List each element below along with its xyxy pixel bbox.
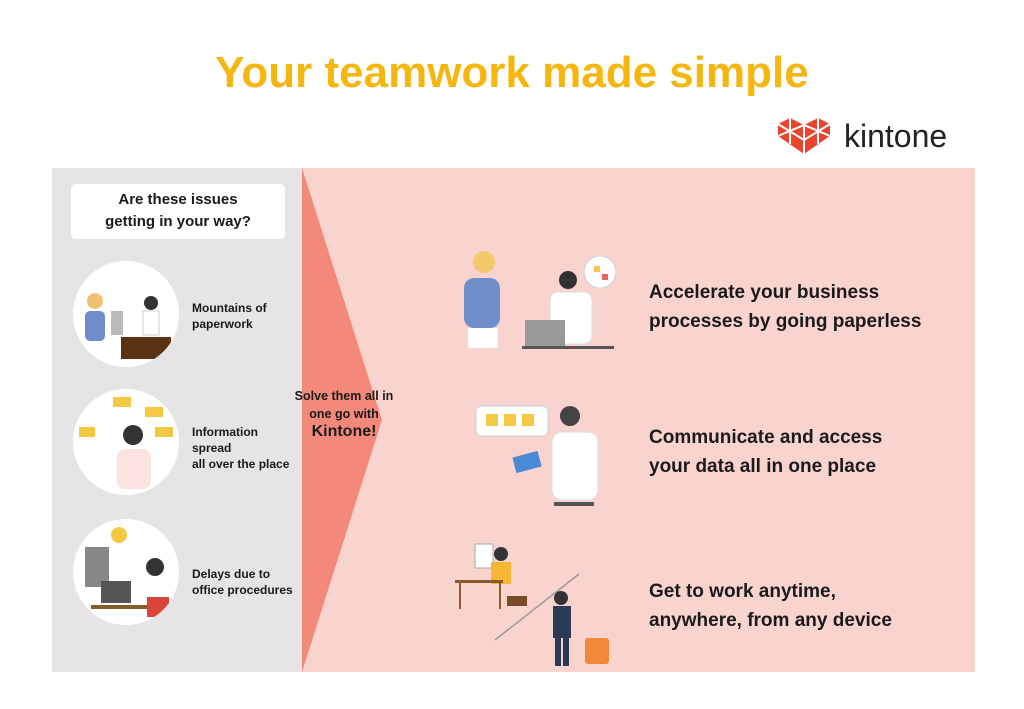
issue-paperwork: Mountains of paperwork: [192, 300, 267, 332]
solve-text: Solve them all in: [294, 389, 394, 403]
benefit-text: processes by going paperless: [649, 311, 922, 332]
issue-text: spread: [192, 441, 232, 455]
benefit-text: Get to work anytime,: [649, 581, 836, 602]
benefit-paperless: Accelerate your business processes by go…: [649, 278, 921, 336]
issue-delays: Delays due to office procedures: [192, 566, 293, 598]
delays-illustration: [73, 519, 179, 625]
solve-callout: Solve them all in one go with Kintone!: [284, 387, 404, 441]
logo-text: kintone: [844, 117, 948, 154]
arrow-shape: [302, 168, 382, 672]
page-title: Your teamwork made simple: [215, 48, 809, 97]
issue-text: Information: [192, 425, 258, 439]
information-spread-illustration: [73, 389, 179, 495]
kintone-logo: kintone: [776, 116, 947, 156]
question-line: getting in your way?: [105, 213, 251, 230]
issue-text: paperwork: [192, 317, 253, 331]
solve-text: one go with: [309, 407, 379, 421]
question-box: Are these issues getting in your way?: [71, 184, 285, 239]
issue-text: all over the place: [192, 457, 290, 471]
communicate-illustration: [475, 405, 599, 506]
benefit-text: your data all in one place: [649, 456, 877, 477]
paperwork-illustration: [73, 261, 179, 367]
question-line: Are these issues: [118, 191, 238, 208]
anywhere-illustration: [455, 543, 609, 666]
benefit-anywhere: Get to work anytime, anywhere, from any …: [649, 577, 892, 635]
benefit-text: anywhere, from any device: [649, 610, 892, 631]
issue-text: Delays due to: [192, 567, 271, 581]
benefit-text: Communicate and access: [649, 427, 883, 448]
kintone-heart-icon: [777, 118, 831, 154]
paperless-illustration: [464, 251, 617, 349]
solutions-panel: [302, 168, 975, 672]
solve-text-kintone: Kintone!: [311, 423, 377, 440]
issue-text: office procedures: [192, 583, 293, 597]
issue-text: Mountains of: [192, 301, 267, 315]
benefit-text: Accelerate your business: [649, 282, 880, 303]
benefit-communicate: Communicate and access your data all in …: [649, 423, 882, 481]
issue-information-spread: Information spread all over the place: [192, 424, 289, 472]
